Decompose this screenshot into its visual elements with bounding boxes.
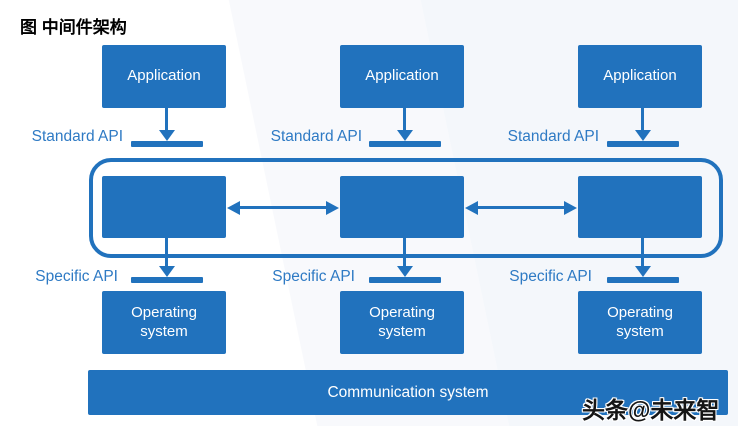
communication-system-bar: Communication system xyxy=(88,370,728,415)
application-box-1: Application xyxy=(102,45,226,108)
specific-api-label-3: Specific API xyxy=(509,268,592,285)
arrow-down-icon xyxy=(403,238,406,268)
arrow-right-head-icon xyxy=(326,201,339,215)
standard-api-label-1: Standard API xyxy=(31,128,123,145)
operating-system-box-2: Operating system xyxy=(340,291,464,354)
arrow-down-head-icon xyxy=(635,130,651,141)
middleware-box-2 xyxy=(340,176,464,238)
application-box-2: Application xyxy=(340,45,464,108)
arrow-down-icon xyxy=(165,108,168,131)
standard-api-label-2: Standard API xyxy=(270,128,362,145)
standard-api-label-3: Standard API xyxy=(507,128,599,145)
specific-api-bar-2 xyxy=(369,277,441,283)
figure-title: 图 中间件架构 xyxy=(20,18,127,37)
operating-system-box-3-label: Operating system xyxy=(607,303,673,340)
specific-api-bar-3 xyxy=(607,277,679,283)
standard-api-bar-3 xyxy=(607,141,679,147)
specific-api-bar-1 xyxy=(131,277,203,283)
arrow-down-head-icon xyxy=(397,266,413,277)
specific-api-label-2: Specific API xyxy=(272,268,355,285)
arrow-down-icon xyxy=(403,108,406,131)
double-arrow-icon xyxy=(465,201,577,215)
arrow-down-head-icon xyxy=(159,130,175,141)
standard-api-bar-1 xyxy=(131,141,203,147)
arrow-line xyxy=(474,206,568,209)
arrow-down-head-icon xyxy=(159,266,175,277)
arrow-down-icon xyxy=(641,238,644,268)
arrow-down-icon xyxy=(641,108,644,131)
application-box-3-label: Application xyxy=(603,67,677,85)
arrow-down-head-icon xyxy=(635,266,651,277)
operating-system-box-1-label: Operating system xyxy=(131,303,197,340)
specific-api-label-1: Specific API xyxy=(35,268,118,285)
operating-system-box-3: Operating system xyxy=(578,291,702,354)
middleware-box-3 xyxy=(578,176,702,238)
operating-system-box-1: Operating system xyxy=(102,291,226,354)
arrow-down-head-icon xyxy=(397,130,413,141)
standard-api-bar-2 xyxy=(369,141,441,147)
middleware-box-1 xyxy=(102,176,226,238)
operating-system-box-2-label: Operating system xyxy=(369,303,435,340)
arrow-right-head-icon xyxy=(564,201,577,215)
communication-system-label: Communication system xyxy=(327,383,489,401)
double-arrow-icon xyxy=(227,201,339,215)
arrow-down-icon xyxy=(165,238,168,268)
application-box-2-label: Application xyxy=(365,67,439,85)
watermark: 头条@未来智库 xyxy=(582,397,720,423)
application-box-1-label: Application xyxy=(127,67,201,85)
arrow-line xyxy=(236,206,330,209)
application-box-3: Application xyxy=(578,45,702,108)
